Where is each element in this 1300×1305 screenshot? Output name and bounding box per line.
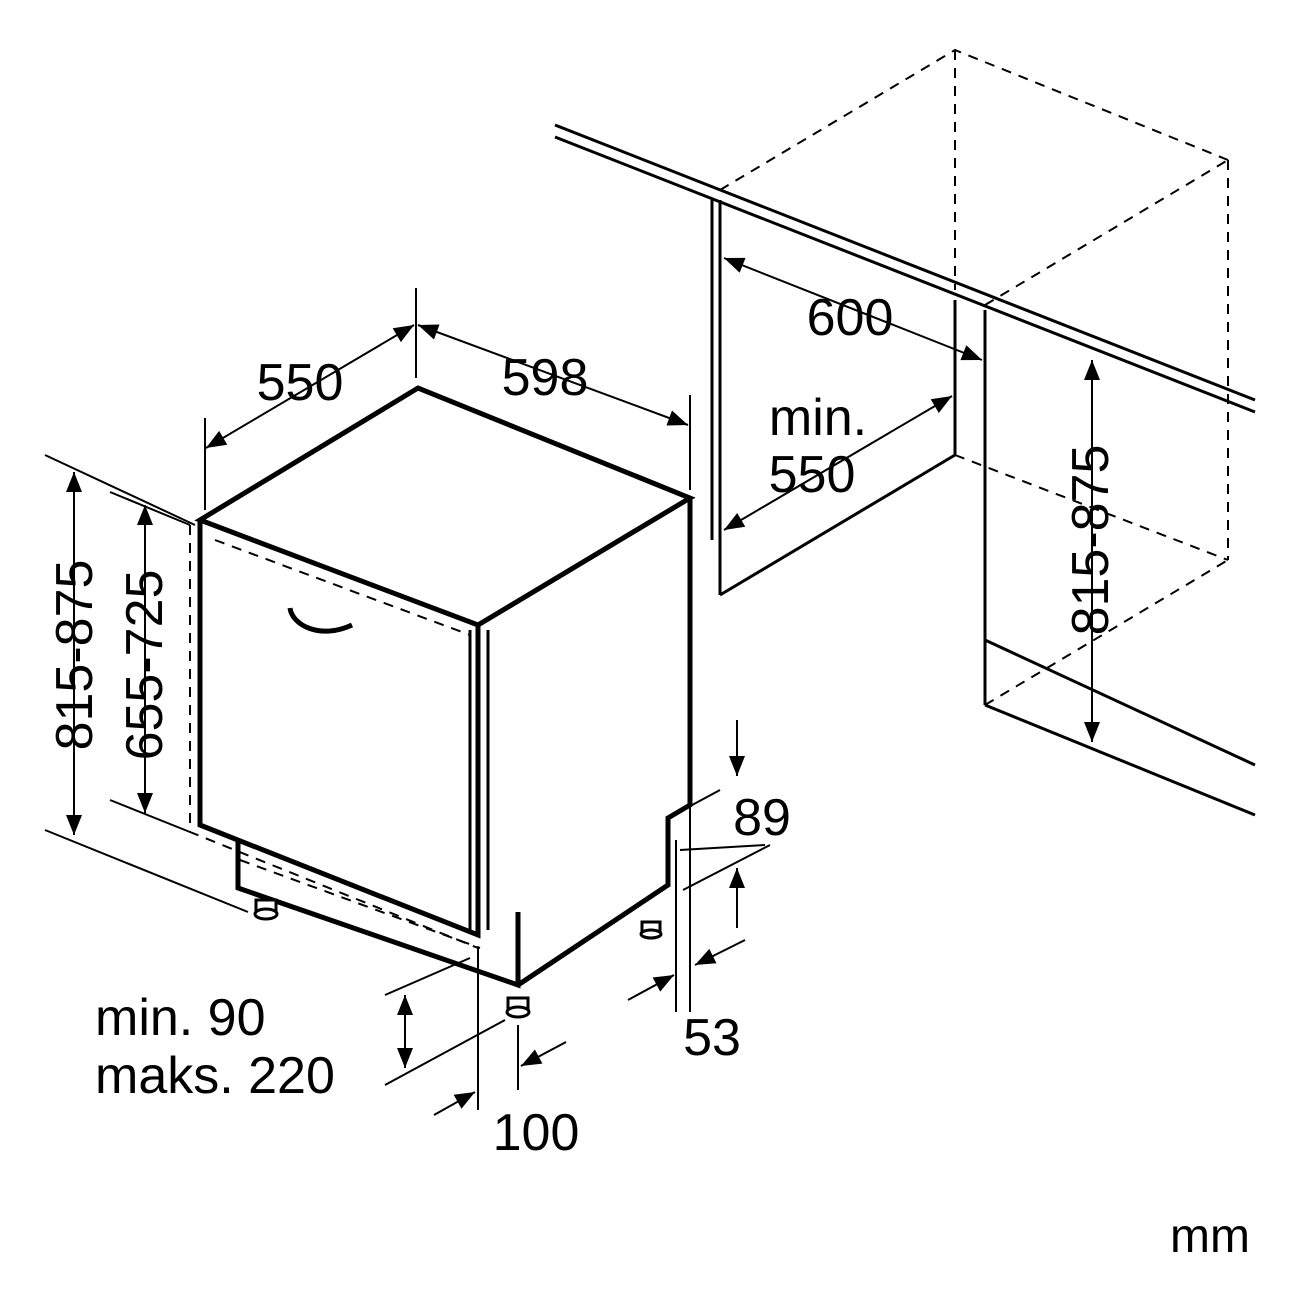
dishwasher-plinth (235, 840, 521, 989)
label-door-height: 655-725 (116, 570, 174, 761)
width-dimension-line (417, 324, 689, 426)
label-plinth-depth: 100 (493, 1104, 580, 1162)
label-niche-depth-2: 550 (769, 446, 856, 504)
right-cabinet-plinth-bottom (984, 703, 1256, 817)
door-dashed-outline (189, 525, 479, 949)
dishwasher-door (197, 520, 481, 939)
dimension-lines (44, 257, 1100, 1116)
dishwasher-top (194, 385, 696, 628)
label-plinth-height-2: maks. 220 (95, 1047, 335, 1105)
label-niche-height: 815-875 (1062, 445, 1120, 636)
depth-dimension-line (205, 324, 415, 449)
label-plinth-height-1: min. 90 (95, 989, 266, 1047)
niche-width-dimension-line (723, 257, 983, 361)
niche-depth-dimension-line (723, 395, 953, 531)
label-width: 598 (502, 349, 589, 407)
label-plinth-bottom: 53 (683, 1009, 741, 1067)
label-unit: mm (1170, 1210, 1250, 1263)
label-depth: 550 (257, 354, 344, 412)
dimension-labels: 550 598 600 min. 550 815-875 815-875 655… (46, 289, 1250, 1263)
door-handle (287, 607, 354, 634)
label-niche-depth-1: min. (769, 389, 867, 447)
adjustable-feet (253, 898, 663, 1019)
niche-cabinet (554, 48, 1256, 817)
countertop-bottom-edge (554, 135, 1256, 414)
label-total-height: 815-875 (46, 560, 104, 751)
plinth-dashed (239, 859, 481, 949)
dishwasher (189, 385, 696, 1019)
dashed-cabinet-top (719, 48, 1229, 191)
dashed-cabinet-floor-diag (984, 559, 1229, 706)
countertop-top-edge (554, 123, 1256, 402)
label-niche-width: 600 (807, 289, 894, 347)
right-cabinet-plinth-top (984, 638, 1256, 767)
door-dashed-top (214, 539, 471, 636)
dashed-cabinet-top-diag (984, 159, 1229, 306)
label-plinth-top: 89 (733, 789, 791, 847)
dishwasher-side (516, 498, 693, 988)
